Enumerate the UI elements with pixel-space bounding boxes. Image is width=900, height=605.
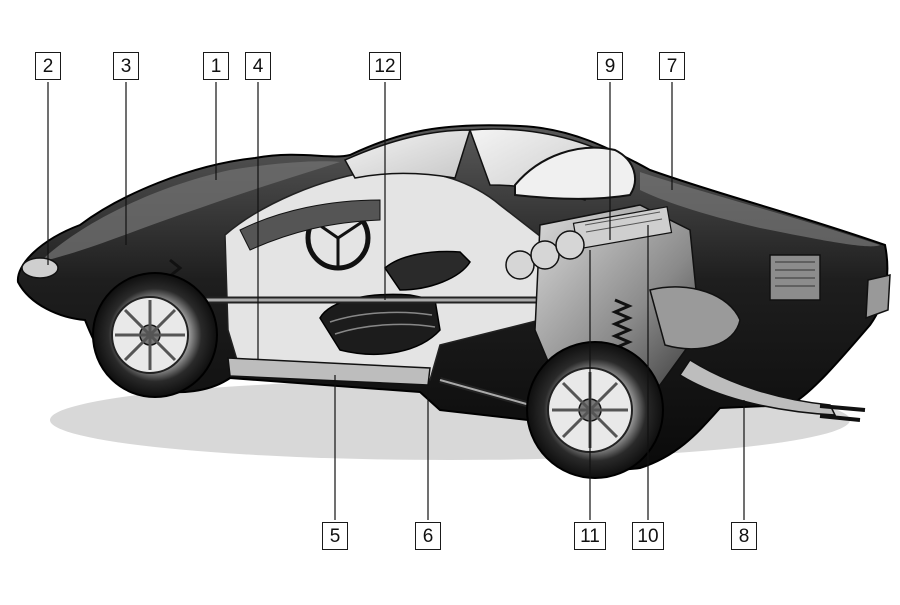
- dashboard: [239, 199, 381, 251]
- sill-panel: [227, 357, 431, 386]
- front-wheel: [92, 272, 218, 398]
- callout-4: 4: [245, 52, 271, 80]
- windscreen: [343, 129, 472, 179]
- callout-11: 11: [574, 522, 606, 550]
- callout-5: 5: [322, 522, 348, 550]
- callout-2: 2: [35, 52, 61, 80]
- tail-light: [865, 274, 891, 320]
- gearbox: [649, 286, 741, 350]
- rear-deck-highlight: [640, 172, 880, 247]
- callout-3: 3: [113, 52, 139, 80]
- headlight: [21, 257, 59, 279]
- callout-8: 8: [731, 522, 757, 550]
- rear-wheel: [526, 341, 664, 479]
- passenger-seat: [384, 250, 471, 291]
- exhaust-system: [678, 358, 837, 416]
- rear-quarter-window: [514, 146, 636, 200]
- callout-10: 10: [632, 522, 664, 550]
- carburettors: [505, 230, 585, 280]
- callout-6: 6: [415, 522, 441, 550]
- leader-lines: [47, 82, 745, 520]
- callout-9: 9: [597, 52, 623, 80]
- callout-12: 12: [369, 52, 401, 80]
- rear-spring: [611, 298, 633, 350]
- callout-1: 1: [203, 52, 229, 80]
- front-hood-highlight: [40, 161, 340, 262]
- callout-7: 7: [659, 52, 685, 80]
